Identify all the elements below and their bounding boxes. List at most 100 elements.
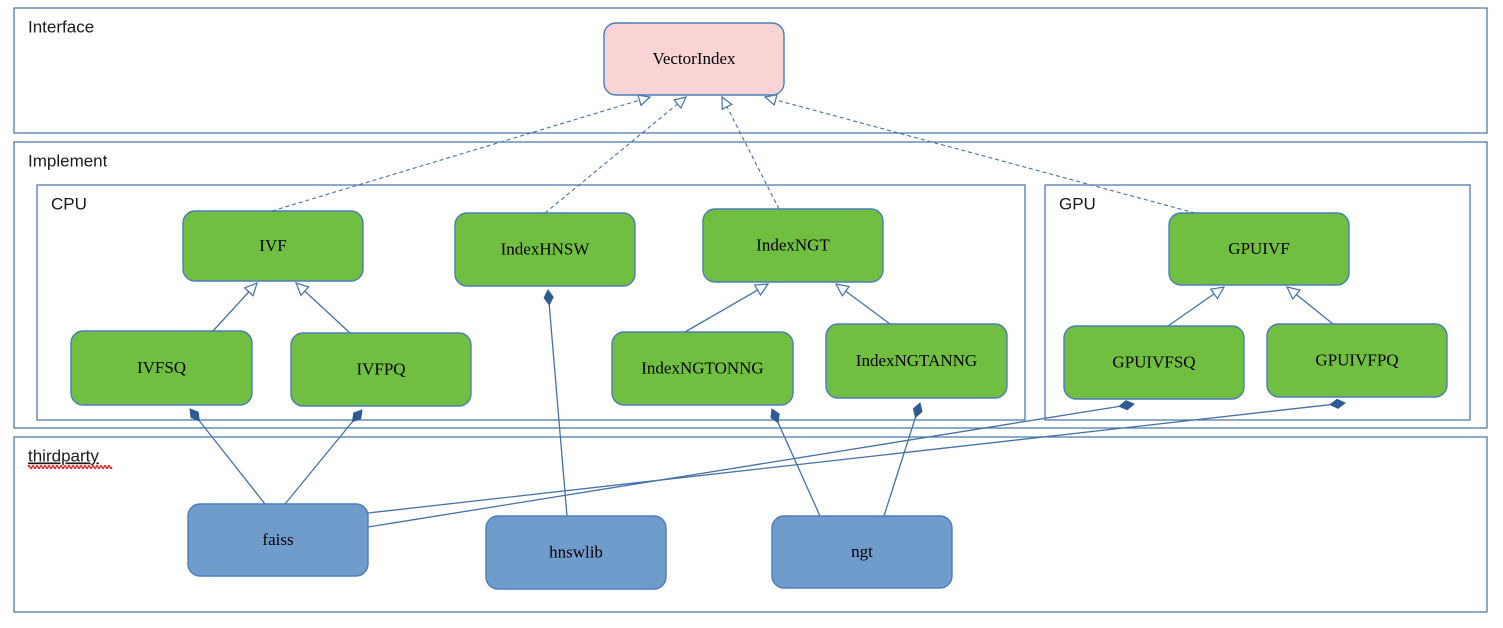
edge-line	[726, 106, 780, 210]
node-box-gpuivf[interactable]	[1168, 212, 1350, 286]
edge-indexhnsw-uses-hnswlib	[543, 289, 568, 517]
node-indexngtanng[interactable]: IndexNGTANNG	[825, 323, 1008, 399]
edge-gpuivf-implements-vectorindex	[763, 94, 1196, 214]
edge-gpuivfsq-extends-gpuivf	[1167, 286, 1226, 327]
node-box-ivfpq[interactable]	[290, 332, 472, 407]
node-label-indexngtonng: IndexNGTONNG	[641, 358, 763, 377]
node-ivfsq[interactable]: IVFSQ	[70, 330, 253, 406]
node-ivf[interactable]: IVF	[182, 210, 364, 282]
node-label-indexngtanng: IndexNGTANNG	[856, 351, 977, 370]
group-label-gpu: GPU	[1059, 194, 1096, 213]
node-box-ngt[interactable]	[771, 515, 953, 589]
node-ivfpq[interactable]: IVFPQ	[290, 332, 472, 407]
node-vectorindex[interactable]: VectorIndex	[603, 22, 785, 96]
node-box-ivf[interactable]	[182, 210, 364, 282]
node-box-ivfsq[interactable]	[70, 330, 253, 406]
edge-line	[367, 404, 1331, 514]
node-label-hnswlib: hnswlib	[549, 542, 603, 561]
edge-indexngtanng-uses-ngt	[883, 402, 923, 517]
group-label-interface: Interface	[28, 17, 94, 36]
node-label-gpuivf: GPUIVF	[1228, 239, 1289, 258]
node-indexngtonng[interactable]: IndexNGTONNG	[611, 331, 794, 406]
edge-ivfpq-extends-ivf	[294, 282, 351, 334]
edge-ivfsq-extends-ivf	[212, 281, 258, 332]
node-label-gpuivfsq: GPUIVFSQ	[1112, 352, 1195, 371]
node-box-gpuivfpq[interactable]	[1266, 323, 1448, 398]
edge-line	[284, 421, 353, 505]
node-label-ngt: ngt	[851, 542, 873, 561]
node-label-vectorindex: VectorIndex	[652, 49, 736, 68]
node-hnswlib[interactable]: hnswlib	[485, 515, 667, 590]
filled-diamond-icon	[770, 408, 780, 424]
node-faiss[interactable]: faiss	[187, 503, 369, 577]
node-label-ivfpq: IVFPQ	[356, 359, 405, 378]
hollow-triangle-arrowhead-icon	[721, 95, 733, 111]
edge-line	[777, 422, 821, 517]
node-gpuivfpq[interactable]: GPUIVFPQ	[1266, 323, 1448, 398]
node-gpuivfsq[interactable]: GPUIVFSQ	[1063, 325, 1245, 400]
filled-diamond-icon	[543, 289, 554, 306]
filled-diamond-icon	[1329, 398, 1346, 409]
node-box-indexngt[interactable]	[702, 208, 884, 283]
hollow-triangle-arrowhead-icon	[243, 281, 258, 297]
edge-indexngtonng-extends-indexngt	[684, 283, 770, 333]
edge-line	[367, 405, 1120, 528]
edge-indexngt-implements-vectorindex	[721, 95, 780, 210]
node-ngt[interactable]: ngt	[771, 515, 953, 589]
edge-line	[198, 420, 266, 505]
node-box-indexngtonng[interactable]	[611, 331, 794, 406]
edge-ivfsq-uses-faiss	[189, 408, 266, 505]
filled-diamond-icon	[1118, 400, 1135, 411]
hollow-triangle-arrowhead-icon	[1285, 286, 1302, 301]
node-label-ivf: IVF	[259, 236, 286, 255]
edge-line	[775, 99, 1196, 214]
edge-line	[271, 99, 640, 212]
hollow-triangle-arrowhead-icon	[673, 96, 688, 110]
group-label-cpu: CPU	[51, 194, 87, 213]
hollow-triangle-arrowhead-icon	[834, 283, 851, 297]
node-label-gpuivfpq: GPUIVFPQ	[1315, 350, 1398, 369]
node-box-hnswlib[interactable]	[485, 515, 667, 590]
edge-indexngtanng-extends-indexngt	[834, 283, 891, 325]
hollow-triangle-arrowhead-icon	[1209, 286, 1226, 300]
edge-line	[1295, 294, 1334, 325]
edge-line	[845, 290, 891, 325]
node-box-indexngtanng[interactable]	[825, 323, 1008, 399]
node-label-ivfsq: IVFSQ	[137, 358, 186, 377]
spellcheck-squiggle-thirdparty	[27, 464, 113, 470]
hollow-triangle-arrowhead-icon	[637, 94, 652, 107]
edge-gpuivfsq-uses-faiss	[367, 400, 1135, 528]
edge-indexhnsw-implements-vectorindex	[544, 96, 688, 214]
group-label-thirdparty: thirdparty	[28, 446, 99, 465]
hollow-triangle-arrowhead-icon	[763, 94, 778, 107]
edges-layer	[189, 94, 1346, 528]
edge-indexngtonng-uses-ngt	[770, 408, 821, 517]
hollow-triangle-arrowhead-icon	[753, 283, 770, 297]
node-indexhnsw[interactable]: IndexHNSW	[454, 212, 636, 287]
filled-diamond-icon	[912, 402, 923, 419]
hollow-triangle-arrowhead-icon	[294, 282, 310, 297]
node-label-indexhnsw: IndexHNSW	[501, 239, 591, 258]
edge-line	[548, 304, 568, 517]
edge-line	[544, 103, 678, 214]
edge-line	[304, 290, 351, 334]
node-box-indexhnsw[interactable]	[454, 212, 636, 287]
edge-gpuivfpq-uses-faiss	[367, 398, 1346, 514]
node-box-vectorindex[interactable]	[603, 22, 785, 96]
node-gpuivf[interactable]: GPUIVF	[1168, 212, 1350, 286]
node-indexngt[interactable]: IndexNGT	[702, 208, 884, 283]
filled-diamond-icon	[351, 409, 363, 423]
node-box-faiss[interactable]	[187, 503, 369, 577]
edge-gpuivfpq-extends-gpuivf	[1285, 286, 1334, 325]
group-label-implement: Implement	[28, 151, 108, 170]
edge-line	[684, 289, 758, 333]
edge-ivfpq-uses-faiss	[284, 409, 363, 505]
edge-line	[212, 291, 250, 332]
edge-line	[1167, 293, 1215, 327]
filled-diamond-icon	[189, 408, 200, 422]
node-box-gpuivfsq[interactable]	[1063, 325, 1245, 400]
